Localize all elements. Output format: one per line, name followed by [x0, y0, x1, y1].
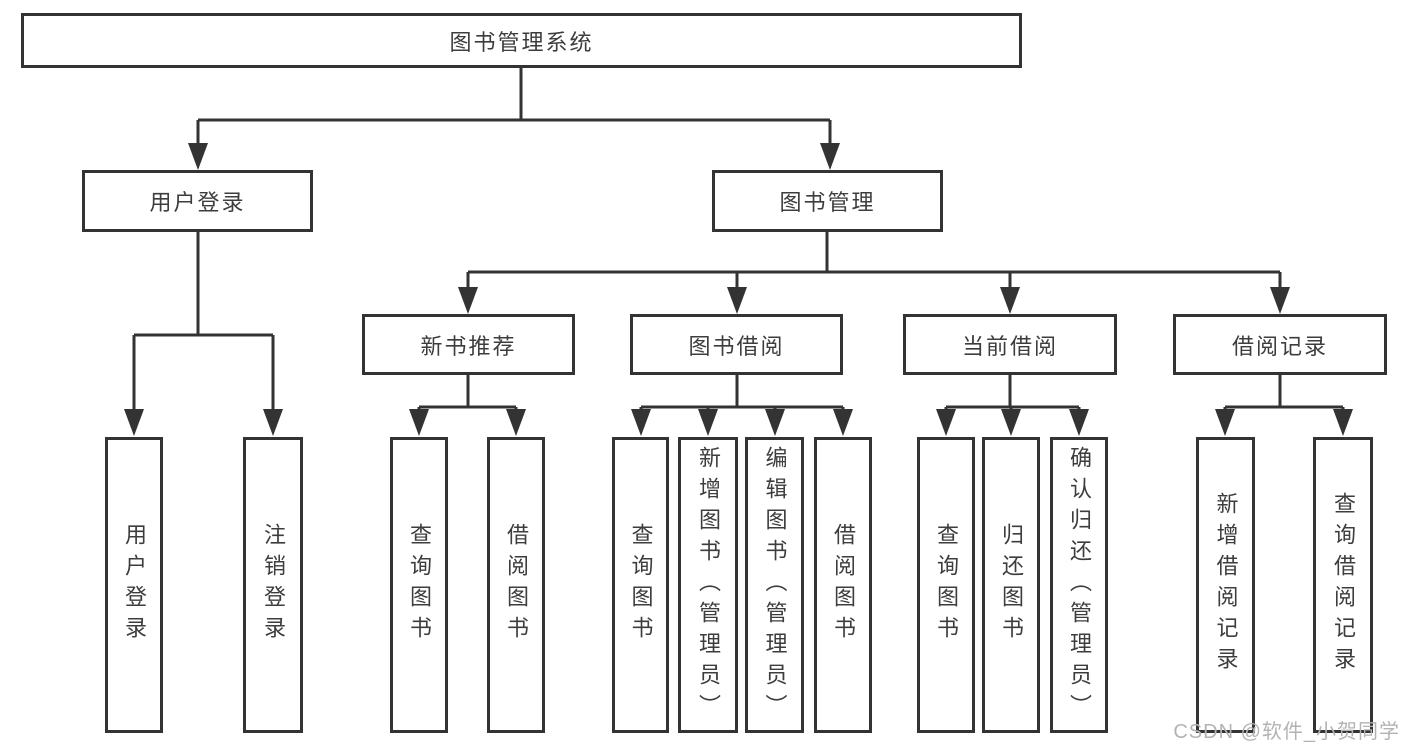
- leaf-label: 归还图书: [999, 523, 1024, 647]
- node-user-login: 用户登录: [82, 170, 313, 232]
- node-book-management: 图书管理: [712, 170, 943, 232]
- leaf-label: 查询借阅记录: [1331, 492, 1356, 678]
- leaf-label: 查询图书: [407, 523, 432, 647]
- leaf-query-books-recommend: 查询图书: [390, 437, 448, 733]
- connector-root-to-level2: [196, 68, 832, 146]
- leaf-query-books-current: 查询图书: [917, 437, 975, 733]
- connector-userlogin-to-leaves: [132, 232, 275, 413]
- node-book-borrowing: 图书借阅: [630, 314, 843, 375]
- leaf-label: 用户登录: [122, 523, 147, 647]
- leaf-label: 查询图书: [934, 523, 959, 647]
- leaf-label: 查询图书: [628, 523, 654, 647]
- node-library-system: 图书管理系统: [21, 13, 1022, 68]
- node-borrowing-records: 借阅记录: [1173, 314, 1387, 375]
- leaf-label: 注销登录: [261, 523, 286, 647]
- leaf-logout: 注销登录: [243, 437, 303, 733]
- leaf-query-books-borrowing: 查询图书: [612, 437, 669, 733]
- leaf-label: 借阅图书: [831, 523, 856, 647]
- leaf-label: 编辑图书（管理员）: [762, 445, 788, 725]
- leaf-add-book-admin: 新增图书（管理员）: [678, 437, 738, 733]
- connector-borrowing-to-leaves: [639, 375, 845, 413]
- leaf-confirm-return-admin: 确认归还（管理员）: [1050, 437, 1108, 733]
- connector-bookmgmt-to-level3: [466, 232, 1282, 290]
- node-current-borrowing: 当前借阅: [903, 314, 1117, 375]
- connector-current-to-leaves: [944, 375, 1081, 413]
- leaf-label: 确认归还（管理员）: [1067, 445, 1092, 725]
- leaf-add-borrow-record: 新增借阅记录: [1196, 437, 1255, 733]
- leaf-user-login: 用户登录: [105, 437, 163, 733]
- connector-records-to-leaves: [1223, 375, 1345, 413]
- csdn-watermark: CSDN @软件_小贺同学: [1173, 721, 1400, 743]
- leaf-query-borrow-record: 查询借阅记录: [1313, 437, 1373, 733]
- leaf-label: 借阅图书: [504, 523, 529, 647]
- leaf-label: 新增图书（管理员）: [696, 445, 721, 725]
- leaf-return-books: 归还图书: [982, 437, 1040, 733]
- node-new-book-recommend: 新书推荐: [362, 314, 575, 375]
- leaf-borrow-books-recommend: 借阅图书: [487, 437, 545, 733]
- connector-newbook-to-leaves: [417, 375, 518, 413]
- leaf-label: 新增借阅记录: [1213, 492, 1239, 678]
- leaf-borrow-books-borrowing: 借阅图书: [814, 437, 872, 733]
- leaf-edit-book-admin: 编辑图书（管理员）: [745, 437, 804, 733]
